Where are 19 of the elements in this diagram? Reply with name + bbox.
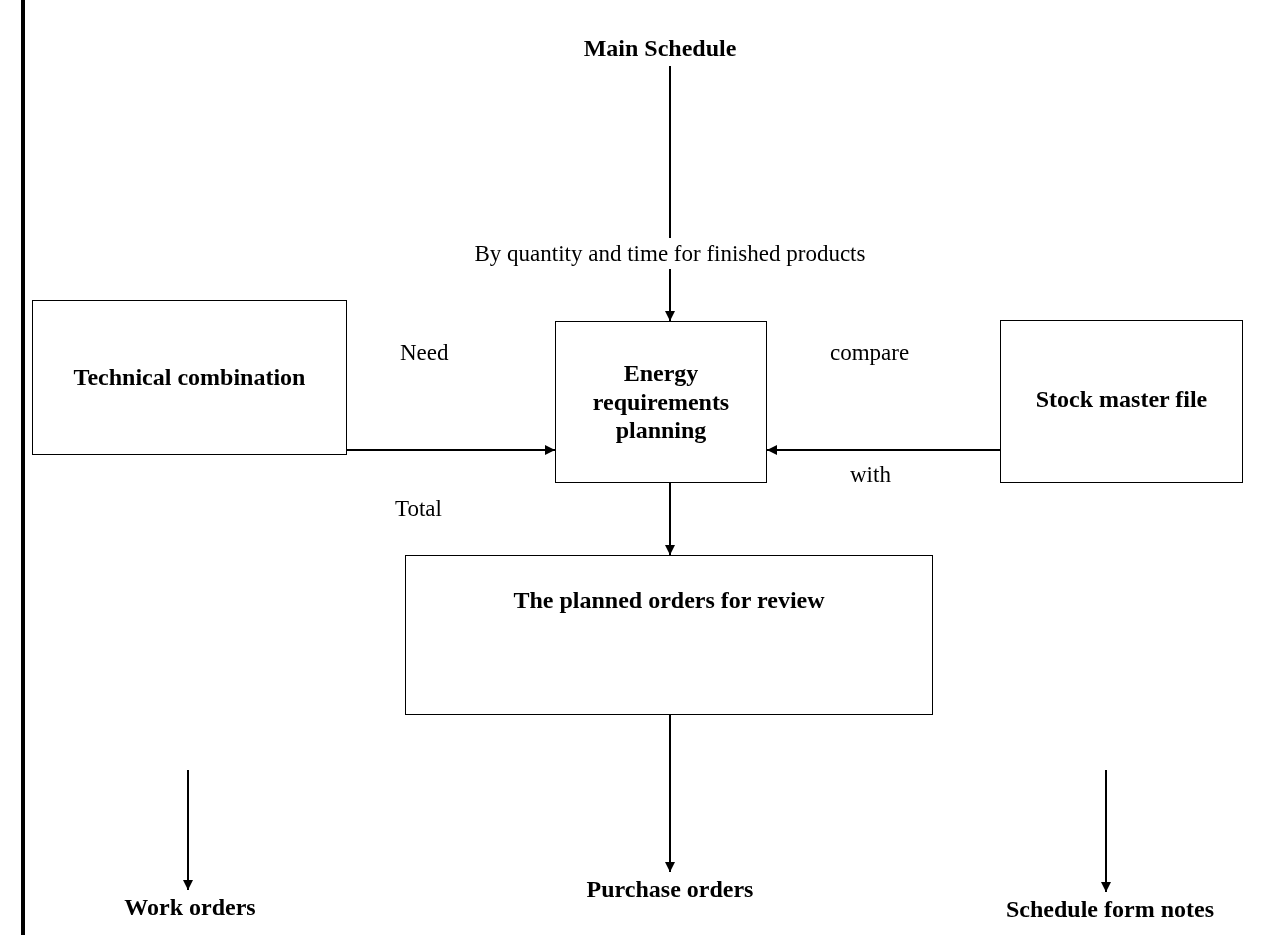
flow-label: Need <box>400 339 449 367</box>
process-box: Technical combination <box>32 300 347 455</box>
arrow <box>665 714 675 873</box>
node-text: Purchase orders <box>570 872 770 906</box>
node-text: Schedule form notes <box>985 892 1235 926</box>
arrow <box>665 65 675 322</box>
flow-label: compare <box>830 339 910 367</box>
node-text: Work orders <box>90 890 290 924</box>
arrow <box>183 769 193 891</box>
process-box: Energy requirements planning <box>555 321 767 483</box>
arrow <box>1101 769 1111 893</box>
process-box: Stock master file <box>1000 320 1243 483</box>
flow-label: with <box>850 461 891 489</box>
arrow <box>346 445 556 455</box>
node-text: Main Schedule <box>540 30 780 66</box>
arrow <box>665 482 675 556</box>
process-box: The planned orders for review <box>405 555 933 715</box>
arrow <box>766 445 1001 455</box>
flow-label: Total <box>395 495 442 523</box>
